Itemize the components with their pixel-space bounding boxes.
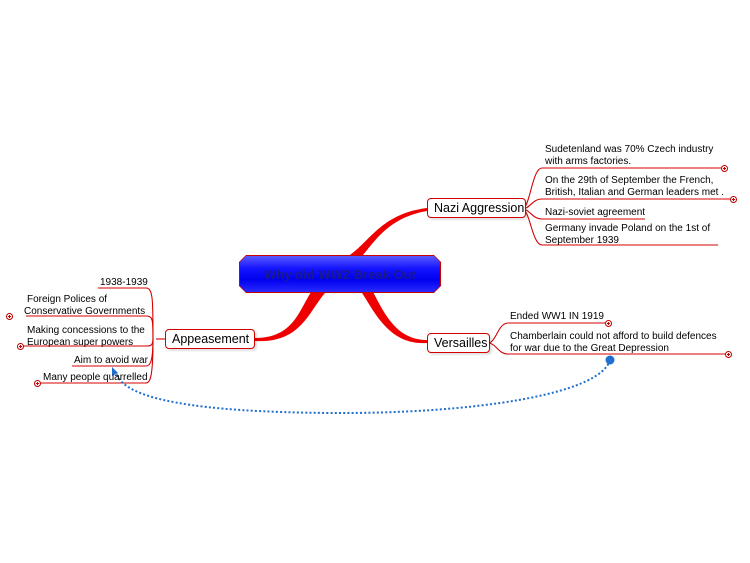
- central-topic-label: Why did WW2 Break Out: [264, 266, 416, 282]
- subtopic-nazi-soviet[interactable]: Nazi-soviet agreement: [545, 207, 645, 219]
- subtopic-line: September 1939: [545, 234, 619, 246]
- subtopic-line: On the 29th of September the French,: [545, 175, 714, 186]
- topic-appeasement-label: Appeasement: [172, 332, 250, 346]
- subtopic-ended-ww1[interactable]: Ended WW1 IN 1919: [510, 311, 604, 323]
- expand-plus-icon[interactable]: [730, 196, 737, 203]
- expand-plus-icon[interactable]: [17, 343, 24, 350]
- subtopic-line: Aim to avoid war: [74, 355, 148, 366]
- subtopic-concessions[interactable]: Making concessions to the European super…: [27, 325, 145, 348]
- subtopic-1938-1939[interactable]: 1938-1939: [100, 277, 148, 289]
- subtopic-foreign-polices[interactable]: Foreign Polices of Conservative Governme…: [24, 294, 145, 317]
- expand-plus-icon[interactable]: [605, 320, 612, 327]
- subtopic-line: Germany invade Poland on the 1st of: [545, 223, 711, 234]
- expand-plus-icon[interactable]: [34, 380, 41, 387]
- subtopic-leaders-met[interactable]: On the 29th of September the French, Bri…: [545, 175, 724, 198]
- topic-versailles-label: Versailles: [434, 336, 488, 350]
- subtopic-line: Making concessions to the: [27, 325, 145, 336]
- topic-appeasement[interactable]: Appeasement: [165, 329, 255, 349]
- subtopic-invade-poland[interactable]: Germany invade Poland on the 1st of Sept…: [545, 223, 710, 246]
- expand-plus-icon[interactable]: [725, 351, 732, 358]
- expand-plus-icon[interactable]: [6, 313, 13, 320]
- subtopic-avoid-war[interactable]: Aim to avoid war: [74, 355, 148, 367]
- subtopic-line: Nazi-soviet agreement: [545, 207, 646, 218]
- subtopic-line: with arms factories.: [545, 155, 632, 167]
- topic-nazi-aggression-label: Nazi Aggression: [434, 201, 525, 215]
- subtopic-line: for war due to the Great Depression: [510, 342, 669, 354]
- topic-versailles[interactable]: Versailles: [427, 333, 490, 353]
- subtopic-line: Ended WW1 IN 1919: [510, 311, 604, 322]
- subtopic-line: European super powers: [27, 336, 134, 348]
- subtopic-line: Many people quarrelled: [43, 372, 148, 383]
- topic-nazi-aggression[interactable]: Nazi Aggression: [427, 198, 526, 218]
- subtopic-line: Chamberlain could not afford to build de…: [510, 331, 717, 342]
- expand-plus-icon[interactable]: [721, 165, 728, 172]
- central-topic[interactable]: Why did WW2 Break Out: [240, 256, 440, 292]
- subtopic-line: Foreign Polices of: [27, 294, 108, 305]
- subtopic-sudetenland[interactable]: Sudetenland was 70% Czech industry with …: [545, 144, 713, 167]
- subtopic-line: 1938-1939: [100, 277, 148, 288]
- subtopic-line: British, Italian and German leaders met …: [545, 186, 724, 198]
- subtopic-line: Sudetenland was 70% Czech industry: [545, 144, 714, 155]
- subtopic-quarrelled[interactable]: Many people quarrelled: [43, 372, 148, 384]
- subtopic-line: Conservative Governments: [24, 305, 146, 317]
- subtopic-chamberlain[interactable]: Chamberlain could not afford to build de…: [510, 331, 717, 354]
